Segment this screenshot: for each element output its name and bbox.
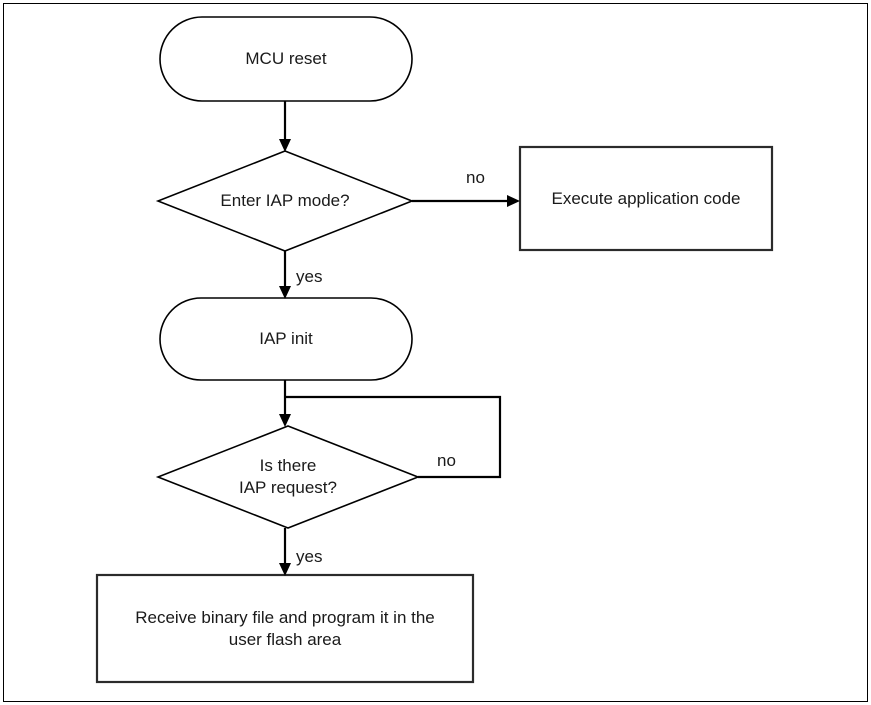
edge-decision2-no-loopback: [286, 395, 502, 479]
edge-decision1-no-arrowhead: [507, 195, 520, 207]
node-shape-mcu-reset[interactable]: [159, 16, 413, 102]
edge-decision2-yes-arrowhead: [279, 563, 291, 576]
edge-iapinit-to-decision2-arrowhead: [279, 414, 291, 427]
node-shape-enter-iap-mode[interactable]: [155, 150, 415, 252]
node-shape-iap-init[interactable]: [159, 297, 413, 381]
node-shape-is-there-iap-request[interactable]: [155, 425, 421, 529]
edge-reset-to-decision1-arrowhead: [279, 139, 291, 152]
edge-decision1-yes-arrowhead: [279, 286, 291, 299]
node-shape-receive-binary-file[interactable]: [95, 573, 475, 684]
node-shape-execute-application-code[interactable]: [518, 145, 774, 252]
